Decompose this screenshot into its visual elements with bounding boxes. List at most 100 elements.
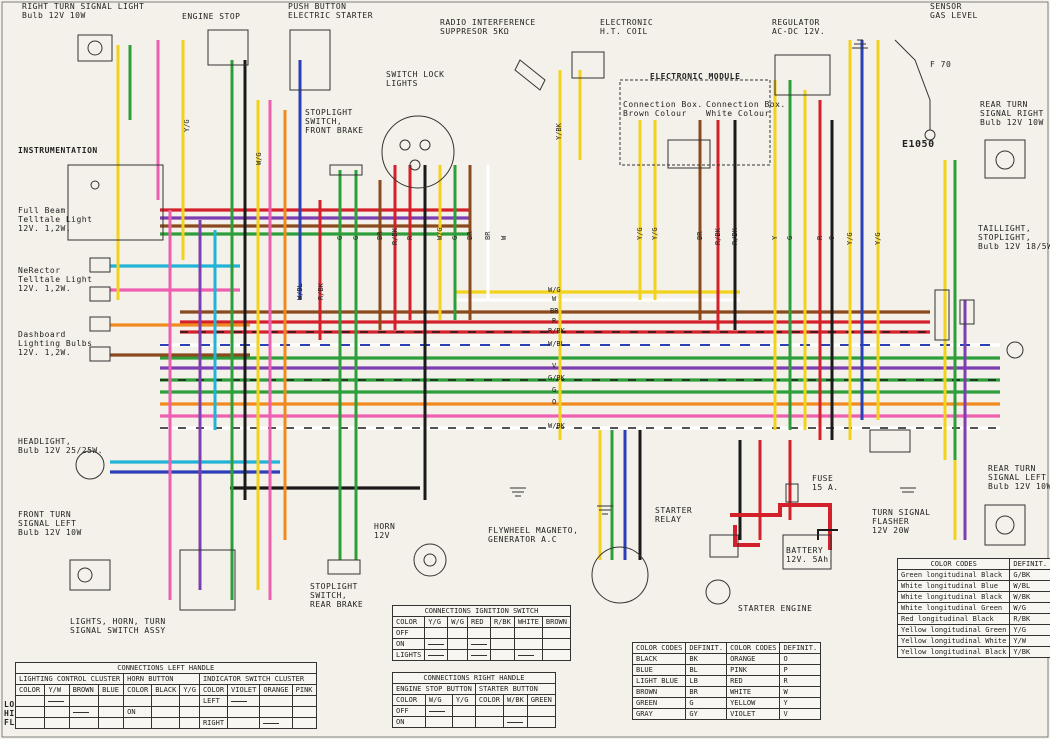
label-fuse: FUSE 15 A. [812, 474, 839, 492]
scc-name: GREEN [631, 697, 687, 709]
cc-code: Y/BK [1009, 646, 1050, 658]
label-headlight: HEADLIGHT, Bulb 12V 25/25W. [18, 437, 104, 455]
starter-relay [709, 534, 739, 558]
lh-h: COLOR [198, 684, 229, 696]
ign-row-label: LIGHTS [391, 649, 426, 661]
rh-group: STARTER BUTTON [474, 683, 556, 695]
scc-name: WHITE [726, 686, 781, 698]
ign-h: BROWN [541, 616, 571, 628]
wire-label: G [552, 386, 557, 394]
wire-label: O [828, 235, 836, 240]
wire-label: R [406, 235, 414, 240]
lh-h: PINK [291, 684, 317, 696]
table-row: COLOR W/G Y/G COLOR W/BK GREEN [392, 694, 556, 706]
label-rear-turn-right: REAR TURN SIGNAL RIGHT Bulb 12V 10W [980, 100, 1044, 127]
wire-label: W [552, 295, 557, 303]
scc-code: LB [685, 675, 728, 687]
electronic-module-box [619, 79, 771, 166]
lh-cell: RIGHT [198, 717, 229, 729]
battery [782, 534, 832, 570]
rh-h: W/BK [502, 694, 528, 706]
turn-right-front-bulb [77, 34, 113, 62]
scc-name: YELLOW [726, 697, 781, 709]
scc-name: BROWN [631, 686, 687, 698]
electronic-module [667, 139, 711, 169]
table-row: ON [391, 638, 571, 650]
rh-h: COLOR [392, 694, 426, 706]
instrumentation [67, 164, 164, 241]
scc-code: P [779, 664, 822, 676]
cc-desc: Red longitudinal Black [896, 613, 1011, 625]
label-starter-engine: STARTER ENGINE [738, 604, 813, 613]
rh-h: W/G [424, 694, 453, 706]
label-turn-right-front: RIGHT TURN SIGNAL LIGHT Bulb 12V 10W [22, 2, 145, 20]
wire-label: Y/G [874, 232, 882, 245]
label-battery: BATTERY 12V. 5Ah. [786, 546, 834, 564]
cc-def: DEFINIT. [1009, 558, 1050, 570]
taillight [1006, 341, 1024, 359]
wire-label: G [786, 235, 794, 240]
wire-label: W/G [436, 227, 444, 240]
wire-label: R/BK [391, 228, 399, 245]
table-row: ON [392, 716, 556, 728]
table-row: LIGHTS [391, 649, 571, 661]
rear-turn-left [984, 504, 1026, 546]
scc-name: RED [726, 675, 781, 687]
wire-label: Y [771, 235, 779, 240]
lh-h: BLUE [98, 684, 125, 696]
scc-h1: COLOR CODES [631, 642, 687, 654]
switch-assy [179, 549, 236, 611]
wire-label: W/BK [548, 422, 565, 430]
scc-name: BLUE [631, 664, 687, 676]
wire-label: G/BK [548, 374, 565, 382]
label-switch-lock: SWITCH LOCK LIGHTS [386, 70, 445, 88]
rh-row-label: OFF [392, 705, 426, 717]
lh-h: BROWN [68, 684, 100, 696]
scc-code: R [779, 675, 822, 687]
label-stop-rear: STOPLIGHT SWITCH, REAR BRAKE [310, 582, 364, 609]
lh-h: Y/W [44, 684, 70, 696]
wire-label: BR [484, 231, 492, 240]
scc-name: BLACK [631, 653, 687, 665]
cc-code: G/BK [1009, 569, 1050, 581]
label-regulator: REGULATOR AC-DC 12V. [772, 18, 826, 36]
table-row: COLOR Y/G W/G RED R/BK WHITE BROWN [391, 616, 571, 628]
lh-title: CONNECTIONS LEFT HANDLE [15, 662, 317, 674]
table-row: LIGHTING CONTROL CLUSTER HORN BUTTON IND… [14, 673, 317, 685]
wire-label: Y/G [183, 119, 191, 132]
ht-coil [571, 51, 605, 79]
wire-label: R [552, 317, 557, 325]
cc-desc: Green longitudinal Black [896, 569, 1011, 581]
ign-row-label: ON [391, 638, 426, 650]
wire-label: W/G [548, 286, 561, 294]
cc-code: Y/G [1009, 624, 1050, 636]
cc-desc: White longitudinal Black [896, 591, 1011, 603]
cc-desc: Yellow longitudinal Black [896, 646, 1011, 658]
table-row: COLOR Y/W BROWN BLUE COLOR BLACK Y/G COL… [14, 684, 317, 696]
ign-row-label: OFF [391, 627, 426, 639]
cc-desc: Yellow longitudinal Green [896, 624, 1011, 636]
scc-name: LIGHT BLUE [631, 675, 687, 687]
cc-code: W/G [1009, 602, 1050, 614]
wire-label: Y/BK [555, 123, 563, 140]
wire-label: R [816, 235, 824, 240]
wire-label: BR [376, 231, 384, 240]
cc-title: COLOR CODES [896, 558, 1011, 570]
table-row: ON [14, 706, 317, 718]
switch-lock [381, 115, 455, 189]
cc-code: W/BK [1009, 591, 1050, 603]
lh-cell: ON [123, 706, 153, 718]
label-ht-coil: ELECTRONIC H.T. COIL [600, 18, 654, 36]
wire-label: R/BK [714, 228, 722, 245]
label-dashboard: Dashboard Lighting Bulbs 12V. 1,2W. [18, 330, 93, 357]
